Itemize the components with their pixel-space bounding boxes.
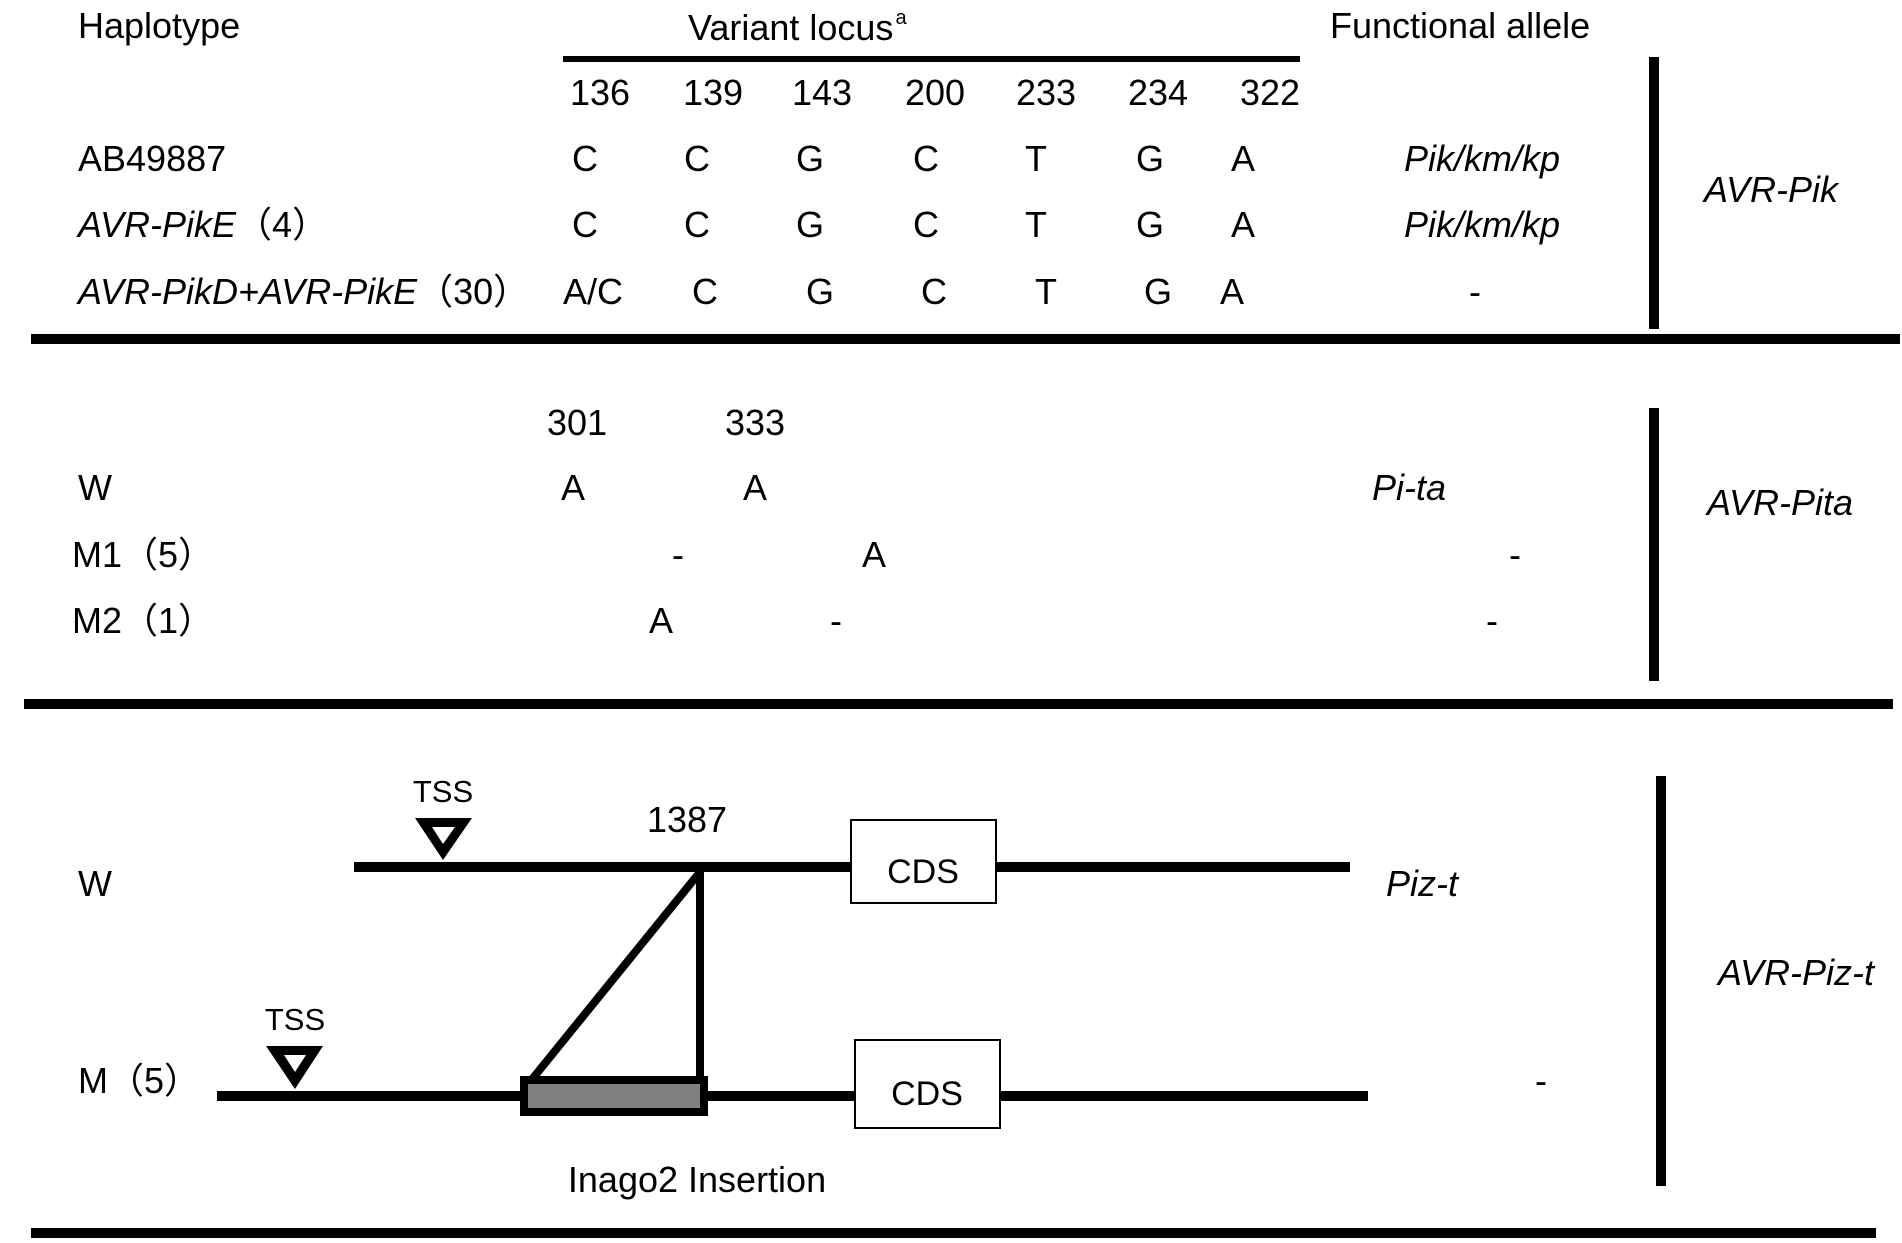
s1-row1-base: G — [795, 138, 825, 179]
m-cds-box — [854, 1039, 1001, 1129]
s2-row2-name: M1（5） — [72, 534, 215, 575]
s2-position: 301 — [546, 402, 608, 443]
s1-row1-base: C — [572, 138, 598, 179]
s1-row2-allele: Pik/km/kp — [1403, 204, 1561, 245]
s1-row3-gene-name: AVR-PikD+AVR-PikE — [78, 271, 418, 312]
w-cds-box — [850, 819, 997, 904]
s1-row3-base: A/C — [562, 271, 624, 312]
s1-row2-base: C — [684, 204, 710, 245]
section2-divider — [24, 699, 1893, 709]
s2-gene-bracket — [1649, 408, 1659, 681]
s1-row1-name: AB49887 — [78, 138, 227, 179]
s2-row1-allele: Pi-ta — [1371, 467, 1447, 508]
s1-row2-name: AVR-PikE（4） — [78, 207, 328, 243]
insertion-label: Inago2 Insertion — [567, 1159, 827, 1200]
s2-position: 333 — [724, 402, 786, 443]
s3-row1-name: W — [78, 863, 112, 904]
s1-row1-base: G — [1135, 138, 1165, 179]
s1-position: 200 — [904, 72, 966, 113]
section1-divider — [31, 334, 1900, 344]
s1-position: 139 — [682, 72, 744, 113]
s1-row3-allele: - — [1469, 271, 1481, 312]
s1-row1-allele: Pik/km/kp — [1403, 138, 1561, 179]
section3-divider — [31, 1228, 1876, 1238]
s1-row1-base: C — [684, 138, 710, 179]
m-tss-marker-inner — [284, 1055, 306, 1072]
s1-row1-base: A — [1230, 138, 1256, 179]
s1-gene-bracket — [1649, 57, 1659, 329]
s1-row2-base: T — [1025, 204, 1047, 245]
s1-row2-base: G — [795, 204, 825, 245]
s1-position: 322 — [1239, 72, 1301, 113]
s2-row1-name: W — [78, 467, 112, 508]
s2-gene-label: AVR-Pita — [1706, 482, 1854, 523]
s1-position: 136 — [569, 72, 631, 113]
s1-row3-count: （30） — [417, 271, 530, 312]
s2-row2-allele: - — [1509, 534, 1521, 575]
s1-row3-name: AVR-PikD+AVR-PikE（30） — [78, 274, 529, 310]
inago2-insertion-box — [520, 1076, 708, 1116]
s1-row3-base: C — [921, 271, 947, 312]
s1-row2-base: C — [572, 204, 598, 245]
w-tss-label: TSS — [412, 774, 474, 809]
s1-position: 143 — [791, 72, 853, 113]
s1-row1-base: C — [913, 138, 939, 179]
s3-gene-label: AVR-Piz-t — [1717, 952, 1875, 993]
s1-row2-base: C — [913, 204, 939, 245]
s2-row3-base: A — [648, 600, 674, 641]
s3-gene-bracket — [1656, 776, 1666, 1186]
s3-row2-name: M（5） — [78, 1060, 201, 1101]
s2-row3-name: M2（1） — [72, 600, 215, 641]
s2-row3-allele: - — [1486, 600, 1498, 641]
m-cds-label: CDS — [891, 1075, 963, 1113]
s2-row1-base: A — [742, 467, 768, 508]
insertion-diagonal-line — [525, 869, 704, 1086]
m-tss-label: TSS — [264, 1002, 326, 1037]
s1-row1-base: T — [1025, 138, 1047, 179]
s1-position: 233 — [1015, 72, 1077, 113]
insertion-position-label: 1387 — [646, 799, 728, 840]
s1-row2-base: G — [1135, 204, 1165, 245]
s1-row2-gene-name: AVR-PikE — [78, 204, 237, 245]
s2-row1-base: A — [560, 467, 586, 508]
header-functional-allele: Functional allele — [1330, 5, 1591, 46]
w-cds-label: CDS — [887, 853, 959, 891]
s1-row3-base: C — [692, 271, 718, 312]
s3-row1-allele: Piz-t — [1386, 863, 1458, 904]
s3-row2-allele: - — [1535, 1060, 1547, 1101]
s1-row3-base: A — [1219, 271, 1245, 312]
s1-row3-base: G — [1143, 271, 1173, 312]
s1-row2-count: （4） — [236, 204, 329, 245]
s1-position: 234 — [1127, 72, 1189, 113]
s2-row3-base: - — [830, 600, 842, 641]
s1-gene-label: AVR-Pik — [1703, 169, 1839, 210]
s1-row3-base: T — [1035, 271, 1057, 312]
header-variant-locus-superscript: a — [895, 7, 907, 29]
w-tss-marker-inner — [432, 827, 455, 844]
s1-row2-base: A — [1230, 204, 1256, 245]
header-variant-locus-text: Variant locus — [688, 7, 894, 48]
header-haplotype: Haplotype — [78, 5, 241, 46]
s2-row2-base: - — [672, 534, 684, 575]
variant-locus-underline — [563, 56, 1300, 62]
s2-row2-base: A — [861, 534, 887, 575]
s1-row3-base: G — [805, 271, 835, 312]
